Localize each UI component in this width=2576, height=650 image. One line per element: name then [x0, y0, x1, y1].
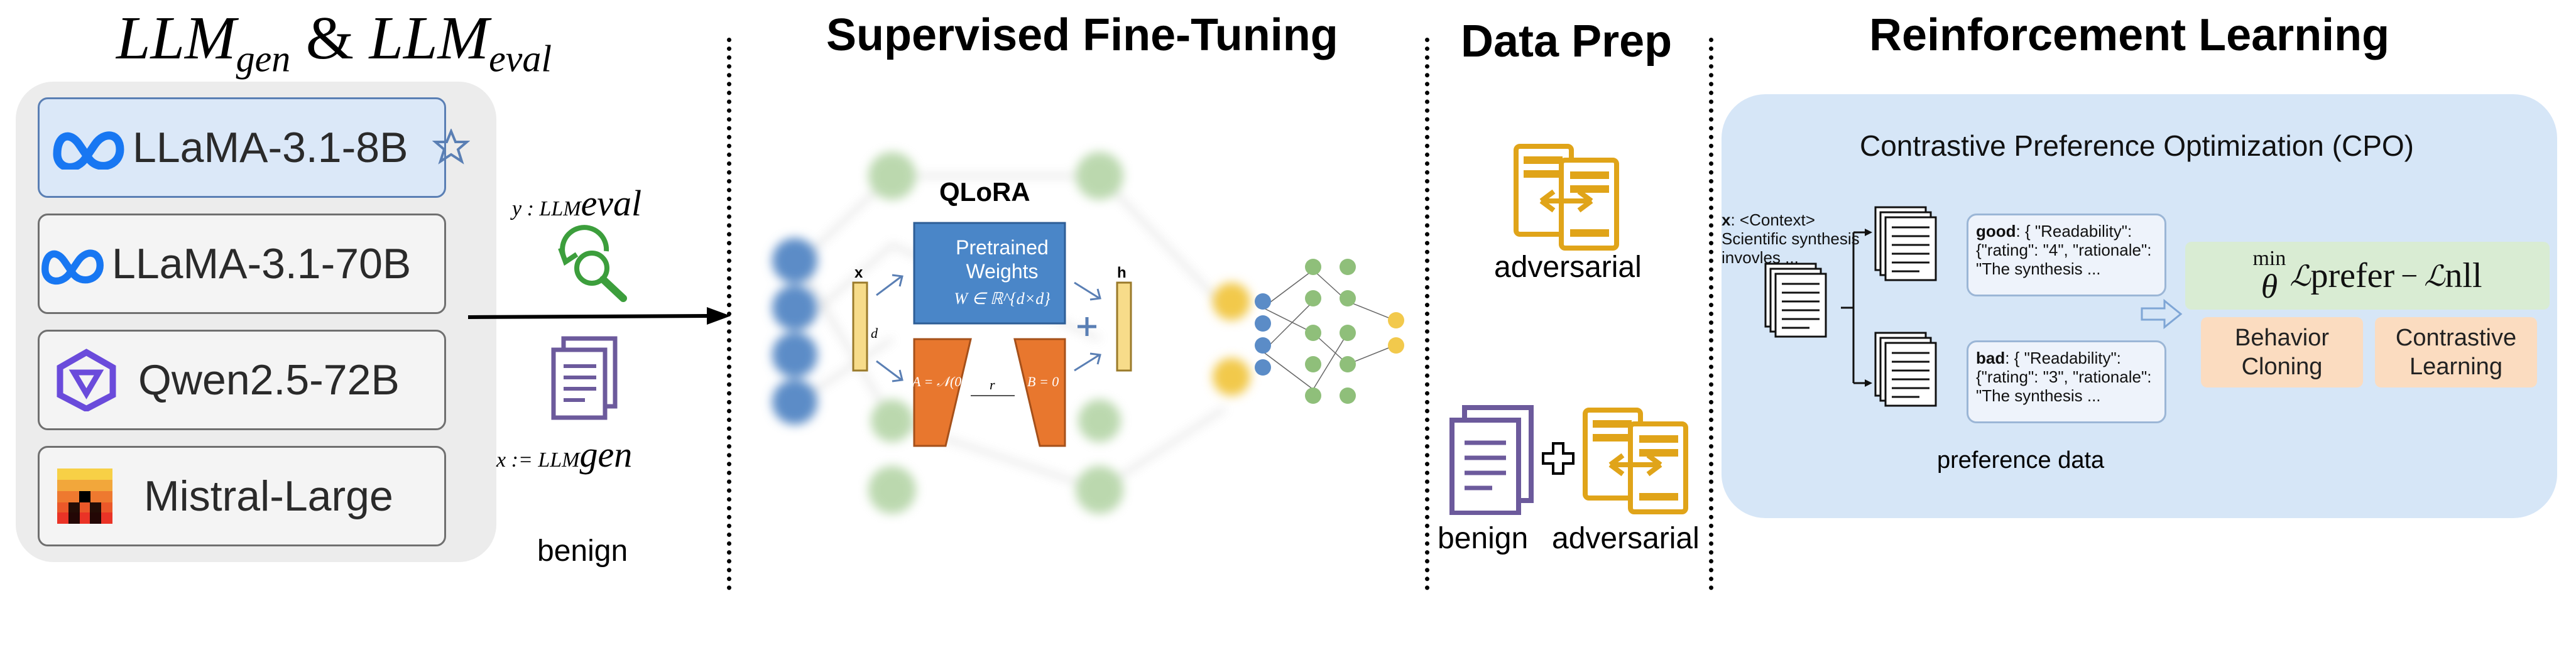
loss-nll-sub: nll	[2445, 256, 2482, 295]
meta-logo-icon	[51, 126, 126, 170]
x-sub: gen	[579, 434, 633, 475]
divider-2	[1425, 38, 1429, 590]
benign-label-data-prep: benign	[1438, 522, 1529, 555]
context-x: x	[1722, 210, 1731, 229]
divider-3	[1709, 38, 1713, 590]
evaluate-search-icon	[547, 223, 635, 308]
context-body: : <Context> Scientific synthesis invovle…	[1722, 210, 1860, 267]
benign-label-left: benign	[537, 534, 628, 568]
y-sub: eval	[581, 183, 642, 224]
lora-b-formula: B = 0	[1027, 374, 1059, 389]
context-text: x: <Context> Scientific synthesis invovl…	[1722, 210, 1882, 267]
bad-label: bad	[1976, 349, 2006, 367]
model-label: Qwen2.5-72B	[138, 356, 400, 404]
model-card-mistral[interactable]: Mistral-Large	[38, 446, 446, 546]
adversarial-data-icon-bottom	[1580, 405, 1690, 518]
qwen-logo-icon	[53, 349, 119, 411]
star-icon	[432, 127, 471, 170]
preference-data-label: preference data	[1937, 447, 2105, 474]
behavior-cloning-box: Behavior Cloning	[2201, 317, 2363, 387]
adversarial-label-bottom: adversarial	[1552, 522, 1700, 555]
title-llm-1: LLM	[116, 4, 236, 72]
hollow-arrow-icon	[2139, 298, 2183, 333]
model-label: LLaMA-3.1-8B	[133, 124, 408, 171]
x-gen-label: x := LLMgen	[496, 433, 632, 475]
loss-l-nll: ℒ	[2424, 260, 2445, 292]
sft-title: Supervised Fine-Tuning	[826, 10, 1338, 60]
r-label: r	[990, 377, 995, 393]
y-eval-label: y : LLMeval	[512, 182, 641, 224]
loss-minus: −	[2401, 259, 2418, 293]
adversarial-data-icon-top	[1511, 141, 1621, 254]
weight-formula: W ∈ ℝ^{d×d}	[954, 290, 1051, 308]
loss-min: min	[2252, 247, 2286, 270]
h-vector-label: h	[1117, 264, 1127, 281]
y-prefix: y : LLM	[512, 197, 581, 220]
bad-text: : { "Readability": {"rating": "3", "rati…	[1976, 349, 2152, 405]
good-text: : { "Readability": {"rating": "4", "rati…	[1976, 222, 2152, 278]
qlora-label: QLoRA	[939, 177, 1030, 207]
bad-preference-box: bad: { "Readability": {"rating": "3", "r…	[1967, 340, 2166, 423]
sft-network-diagram: x d h r	[760, 138, 1426, 531]
lora-a-formula: A = 𝒩(0, σ²)	[912, 374, 985, 389]
meta-logo-icon	[40, 242, 106, 286]
contrastive-learning-box: Contrastive Learning	[2375, 317, 2537, 387]
divider-1	[727, 38, 731, 590]
model-card-llama-8b[interactable]: LLaMA-3.1-8B	[38, 97, 446, 198]
pretrained-text: Pretrained Weights	[956, 236, 1049, 283]
flow-arrow-to-sft	[467, 305, 732, 333]
title-amp: &	[290, 4, 369, 72]
loss-l-prefer: ℒ	[2289, 260, 2311, 292]
data-prep-title: Data Prep	[1461, 16, 1673, 67]
title-llm-2: LLM	[369, 4, 489, 72]
loss-theta: θ	[2261, 268, 2278, 305]
rl-docs-diagram	[1747, 201, 1973, 430]
cpo-title: Contrastive Preference Optimization (CPO…	[1860, 129, 2414, 162]
x-prefix: x := LLM	[496, 448, 580, 472]
model-card-llama-70b[interactable]: LLaMA-3.1-70B	[38, 214, 446, 314]
pretrained-weights-label: Pretrained Weights W ∈ ℝ^{d×d}	[933, 223, 1071, 323]
good-label: good	[1976, 222, 2016, 241]
model-label: LLaMA-3.1-70B	[112, 240, 412, 288]
plus-icon	[1539, 440, 1577, 480]
model-label: Mistral-Large	[144, 472, 393, 520]
loss-prefer-sub: prefer	[2310, 256, 2395, 295]
adversarial-label-top: adversarial	[1494, 251, 1642, 284]
document-icon	[550, 336, 619, 424]
rl-title: Reinforcement Learning	[1869, 10, 2390, 60]
x-vector-label: x	[854, 264, 863, 281]
left-title: LLMgen & LLMeval	[116, 3, 552, 81]
mistral-logo-icon	[57, 469, 112, 524]
title-sub-eval: eval	[489, 38, 552, 80]
model-card-qwen[interactable]: Qwen2.5-72B	[38, 330, 446, 430]
benign-document-icon	[1448, 405, 1536, 518]
good-preference-box: good: { "Readability": {"rating": "4", "…	[1967, 214, 2166, 296]
title-sub-gen: gen	[236, 38, 291, 80]
d-label: d	[871, 325, 878, 341]
